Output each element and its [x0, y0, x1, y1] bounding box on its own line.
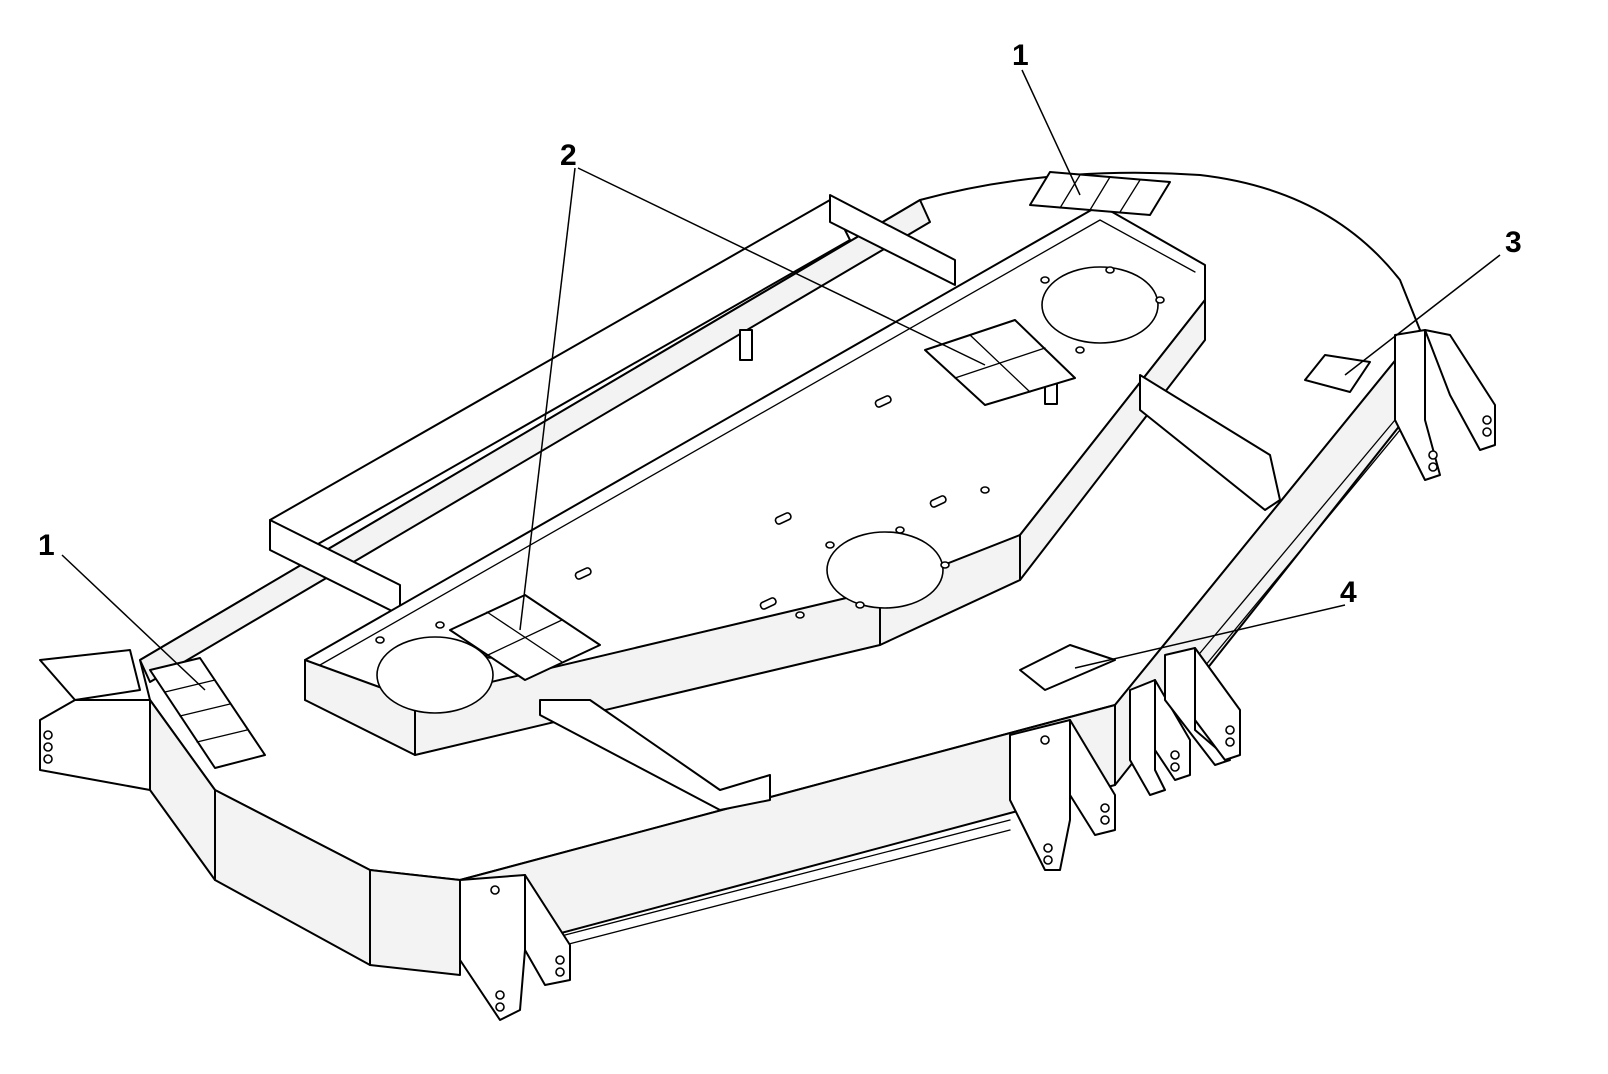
decal-3 [1304, 354, 1371, 393]
plate-rear-left [39, 649, 151, 791]
spindle-opening-center [826, 531, 944, 609]
decal-1-left [149, 657, 266, 769]
callout-3: 3 [1505, 226, 1522, 259]
callout-1-top: 1 [1012, 39, 1029, 72]
slots [574, 395, 947, 610]
spindle-opening-right [1041, 266, 1159, 344]
pin-left [739, 329, 753, 361]
rear-channel [139, 194, 956, 683]
callout-2: 2 [560, 139, 577, 172]
decal-4 [1019, 644, 1116, 691]
callout-1-left: 1 [38, 529, 55, 562]
plate-front-right [1009, 719, 1116, 871]
plate-front-left [459, 874, 571, 1021]
deck-brackets [539, 374, 1281, 811]
decal-2-right [924, 319, 1076, 406]
plate-rear-right [1394, 329, 1496, 481]
decals [149, 171, 1371, 769]
leader-lines [61, 69, 1501, 691]
plate-right-1 [1129, 679, 1191, 796]
mounting-plates [39, 329, 1496, 1021]
decal-2-left [449, 594, 601, 681]
spindle-opening-left [376, 636, 494, 714]
callouts: 1 1 2 3 4 [38, 39, 1522, 609]
callout-4: 4 [1340, 576, 1357, 609]
plate-right-2 [1164, 647, 1241, 766]
decal-1-top [1029, 171, 1171, 216]
